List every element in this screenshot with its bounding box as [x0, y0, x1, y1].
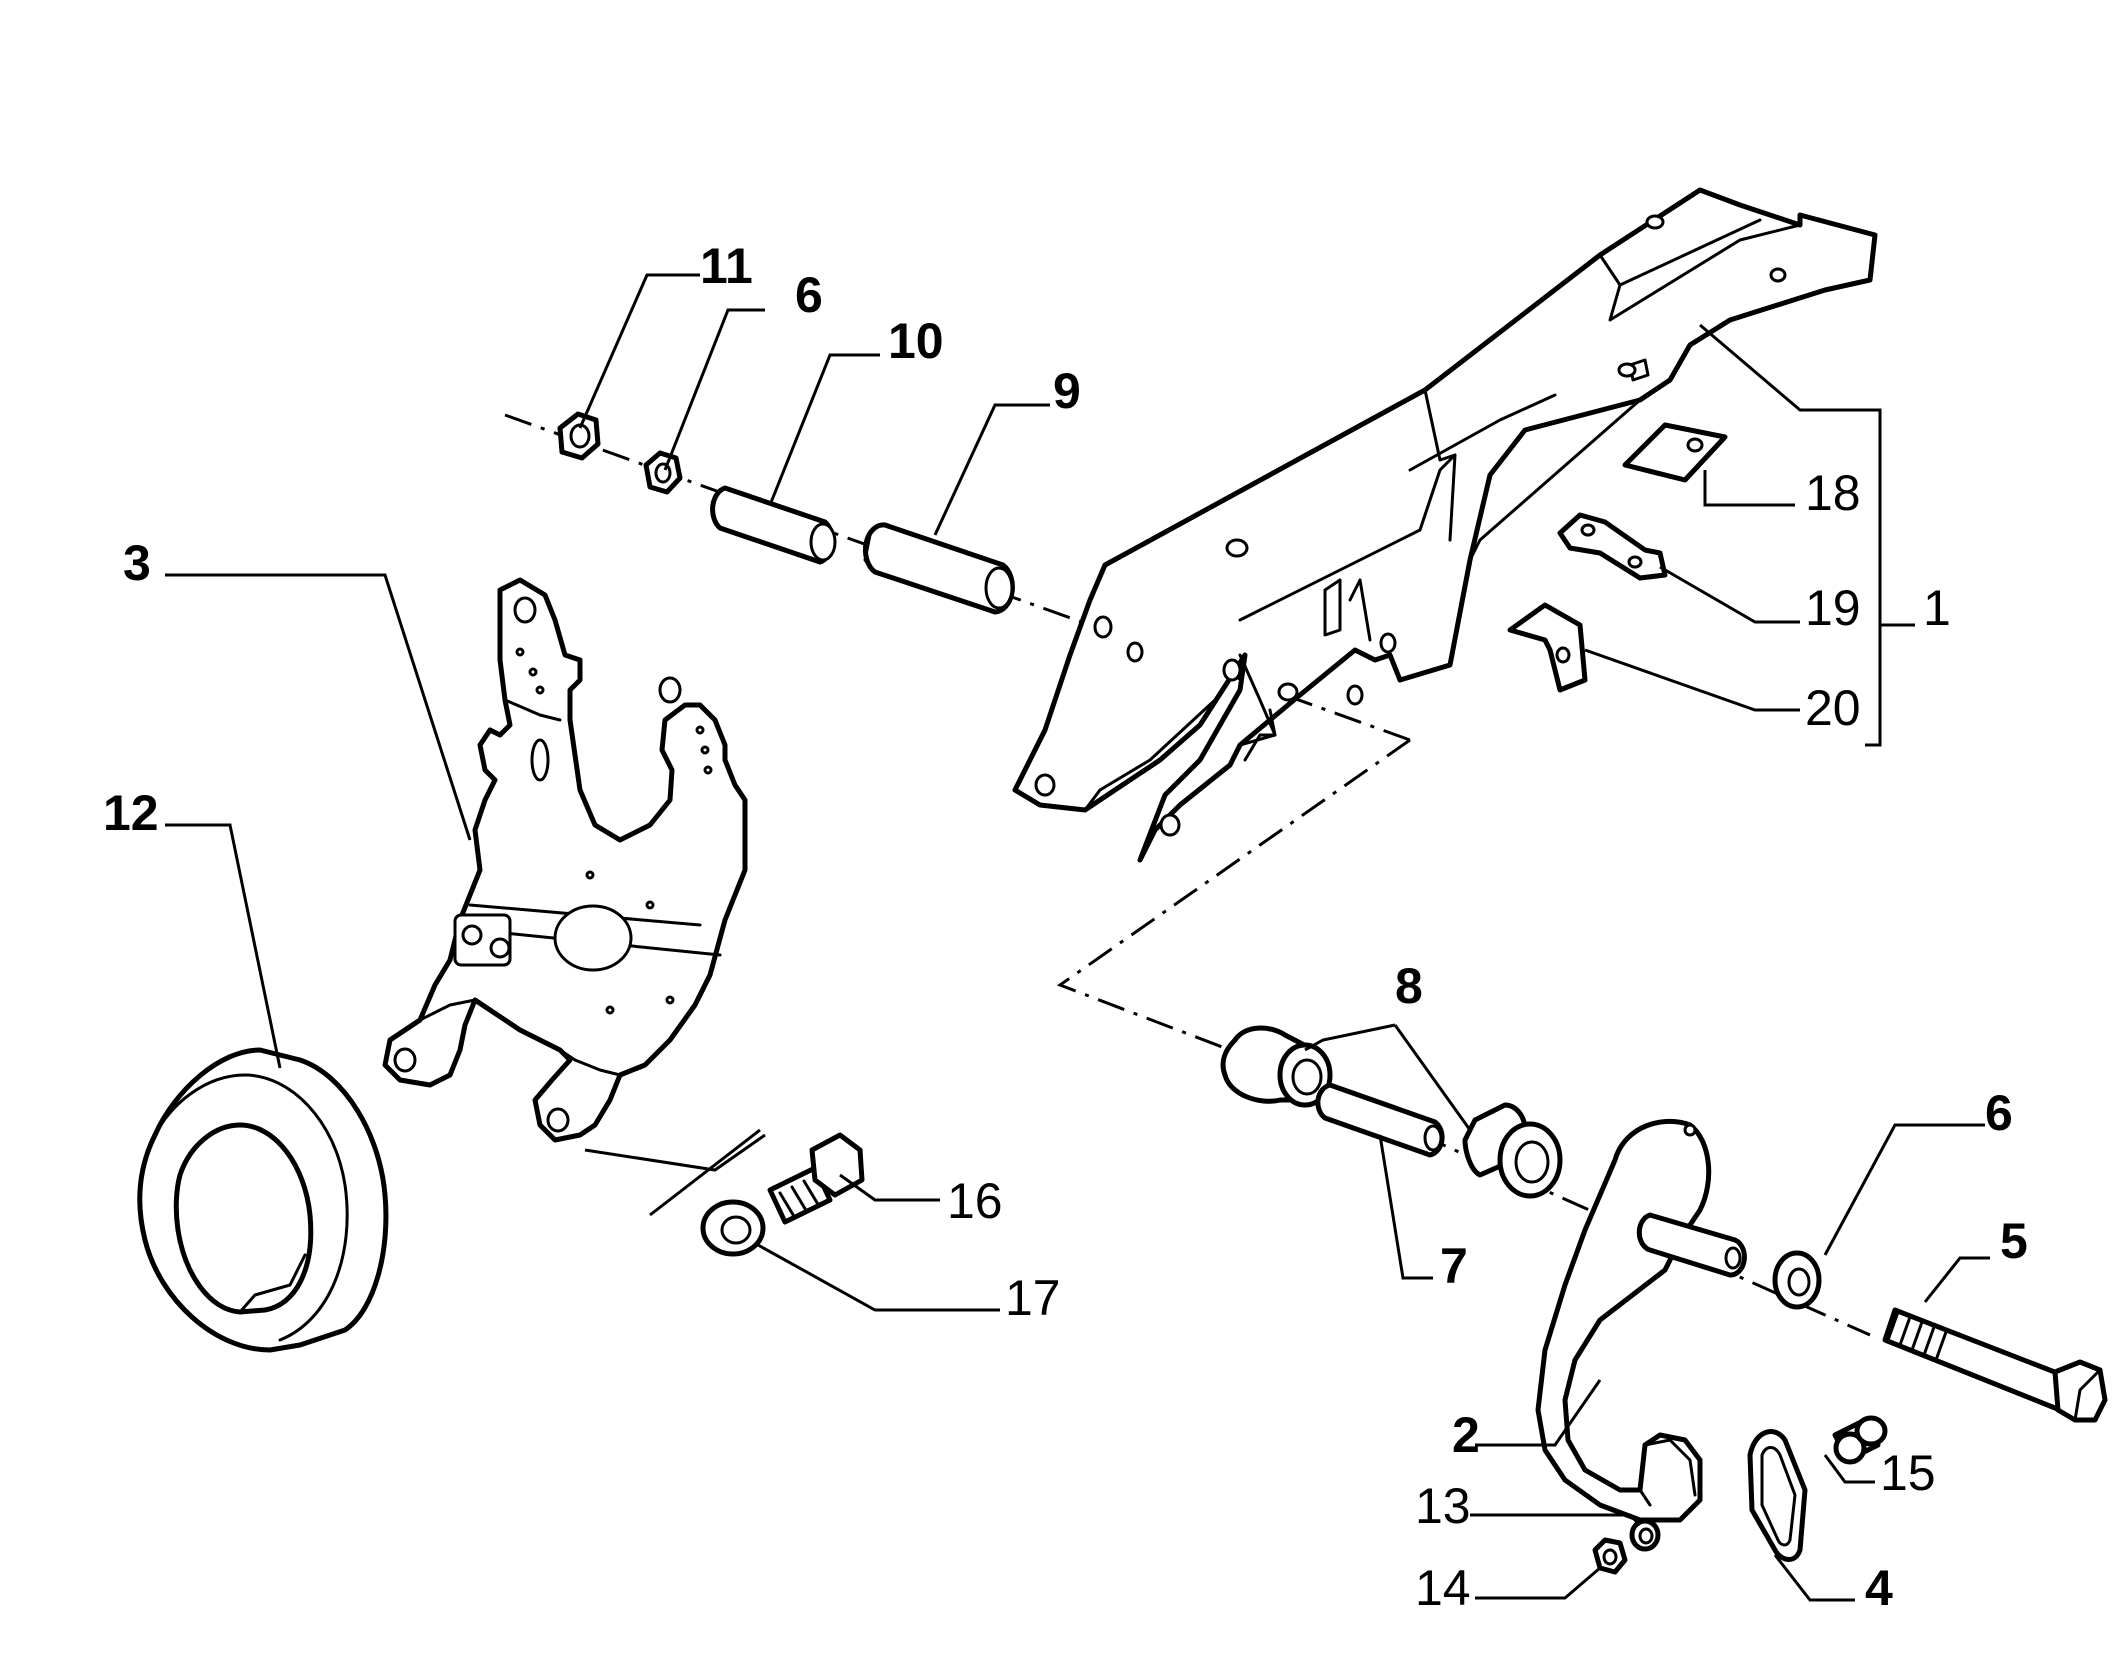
callout-2: 2	[1452, 1407, 1480, 1463]
part-5-long-bolt	[1882, 1307, 2108, 1423]
callout-15: 15	[1880, 1445, 1936, 1501]
part-17-washer	[700, 1199, 766, 1257]
part-13-washer	[1629, 1518, 1661, 1552]
part-8-bushing-left	[1220, 1025, 1333, 1108]
callout-labels: 11 6 10 9 3 12 18 19 20 1 8 16 17 7 6 5 …	[103, 238, 2028, 1616]
callout-14: 14	[1415, 1560, 1471, 1616]
part-20-bracket-tab	[1507, 602, 1588, 693]
callout-6-upper: 6	[795, 267, 823, 323]
part-14-nut	[1592, 1537, 1628, 1575]
callout-17: 17	[1005, 1270, 1061, 1326]
part-7-pin	[1315, 1082, 1445, 1158]
part-12-rubber-ring	[137, 1047, 389, 1353]
part-6-washer-upper	[643, 450, 683, 495]
leader-lines	[165, 273, 1990, 1602]
part-8-bushing-right	[1462, 1102, 1563, 1199]
callout-5: 5	[2000, 1213, 2028, 1269]
callout-8: 8	[1395, 958, 1423, 1014]
callout-12: 12	[103, 785, 159, 841]
part-11-nut	[557, 411, 601, 461]
part-18-plate	[1622, 422, 1728, 483]
callout-7: 7	[1440, 1238, 1468, 1294]
callout-20: 20	[1805, 680, 1861, 736]
callout-19: 19	[1805, 580, 1861, 636]
callout-10: 10	[888, 313, 944, 369]
callout-16: 16	[947, 1173, 1003, 1229]
callout-13: 13	[1415, 1478, 1471, 1534]
part-19-clip	[1557, 512, 1668, 581]
callout-11: 11	[700, 238, 753, 294]
callout-6-lower: 6	[1985, 1085, 2013, 1141]
part-10-spacer	[710, 485, 837, 565]
callout-18: 18	[1805, 465, 1861, 521]
callout-3: 3	[123, 535, 151, 591]
part-16-bolt	[767, 1132, 865, 1225]
part-6-washer-lower	[1772, 1250, 1822, 1310]
part-1-pedal-bracket	[1012, 187, 1878, 863]
callout-9: 9	[1053, 363, 1081, 419]
part-4-pedal-pad	[1747, 1429, 1808, 1562]
part-15-spacer	[1832, 1415, 1888, 1465]
part-2-pedal-arm	[1535, 1118, 1747, 1523]
part-3-mounting-plate	[382, 577, 748, 1143]
part-9-bushing	[862, 522, 1015, 615]
callout-4: 4	[1865, 1560, 1893, 1616]
callout-1: 1	[1923, 580, 1951, 636]
